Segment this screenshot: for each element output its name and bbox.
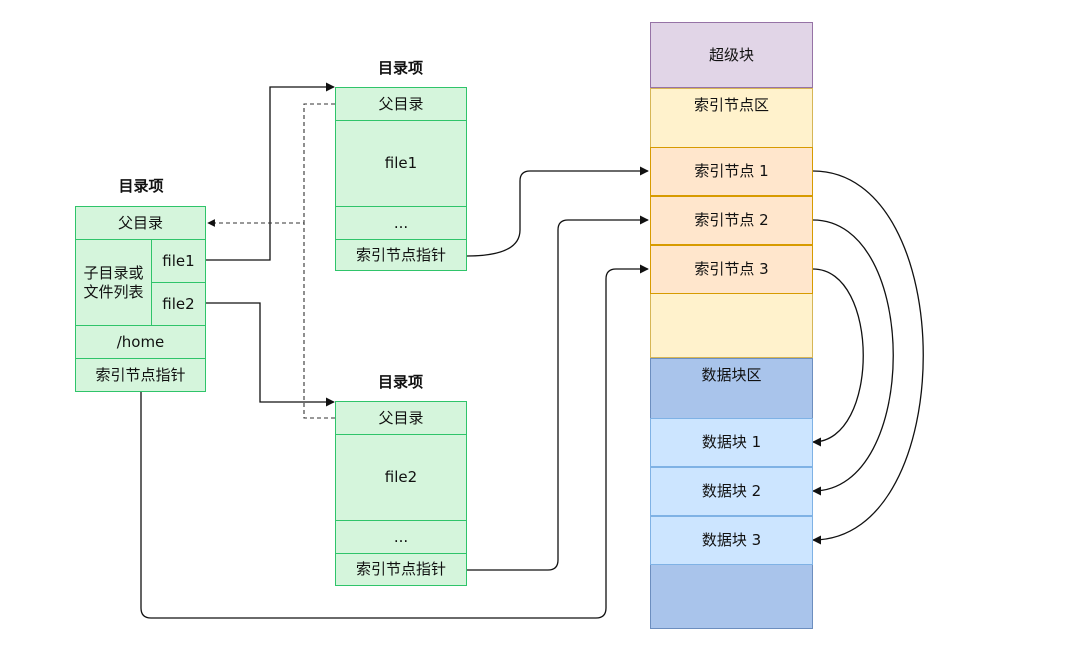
arrow-bottom-ptr-to-inode2: [467, 215, 649, 571]
left-dir-children-label: 子目录或 文件列表: [76, 240, 152, 326]
bottom-dir-title: 目录项: [377, 373, 423, 391]
bottom-dir-ellipsis: ...: [336, 521, 466, 554]
arrow-left-ptr-to-inode3: [140, 264, 649, 619]
arrow-inode3-to-block1: [812, 268, 864, 447]
dashed-top-parent-link: [207, 103, 335, 227]
bottom-dir-inode-ptr: 索引节点指针: [336, 554, 466, 585]
inode-area-label: 索引节点区: [693, 96, 769, 114]
dashed-bottom-parent-link: [303, 223, 335, 419]
top-dir-parent: 父目录: [336, 88, 466, 121]
bottom-dir-content: file2: [336, 435, 466, 521]
top-dir-title: 目录项: [377, 59, 423, 77]
inode-3: 索引节点 3: [650, 245, 813, 294]
disk-layout: 超级块 索引节点区 索引节点 1 索引节点 2 索引节点 3 数据块区 数据块 …: [650, 22, 813, 629]
left-dir-file2: file2: [152, 283, 205, 326]
top-dir-content: file1: [336, 121, 466, 207]
arrow-inode2-to-block2: [812, 219, 894, 496]
data-block-1: 数据块 1: [650, 418, 813, 467]
left-dir-title: 目录项: [118, 177, 164, 195]
top-dir-inode-ptr: 索引节点指针: [336, 240, 466, 270]
inode-2: 索引节点 2: [650, 196, 813, 245]
arrow-file1-to-top-dir: [206, 82, 335, 261]
left-dir-file1: file1: [152, 240, 205, 283]
top-dir-ellipsis: ...: [336, 207, 466, 240]
arrow-inode1-to-block3: [812, 170, 924, 545]
bottom-dir-parent: 父目录: [336, 402, 466, 435]
left-dir-home: /home: [76, 326, 205, 359]
top-dir-entry: 父目录 file1 ... 索引节点指针: [335, 87, 467, 271]
superblock: 超级块: [650, 22, 813, 88]
left-dir-inode-ptr: 索引节点指针: [76, 359, 205, 391]
data-block-2: 数据块 2: [650, 467, 813, 516]
left-dir-entry: 父目录 子目录或 文件列表 file1 file2 /home 索引节点指针: [75, 206, 206, 392]
inode-1: 索引节点 1: [650, 147, 813, 196]
data-block-3: 数据块 3: [650, 516, 813, 565]
arrow-top-ptr-to-inode1: [466, 166, 649, 257]
bottom-dir-entry: 父目录 file2 ... 索引节点指针: [335, 401, 467, 586]
left-dir-parent: 父目录: [76, 207, 205, 240]
arrow-file2-to-bottom-dir: [206, 302, 335, 407]
data-area-label: 数据块区: [701, 366, 762, 384]
